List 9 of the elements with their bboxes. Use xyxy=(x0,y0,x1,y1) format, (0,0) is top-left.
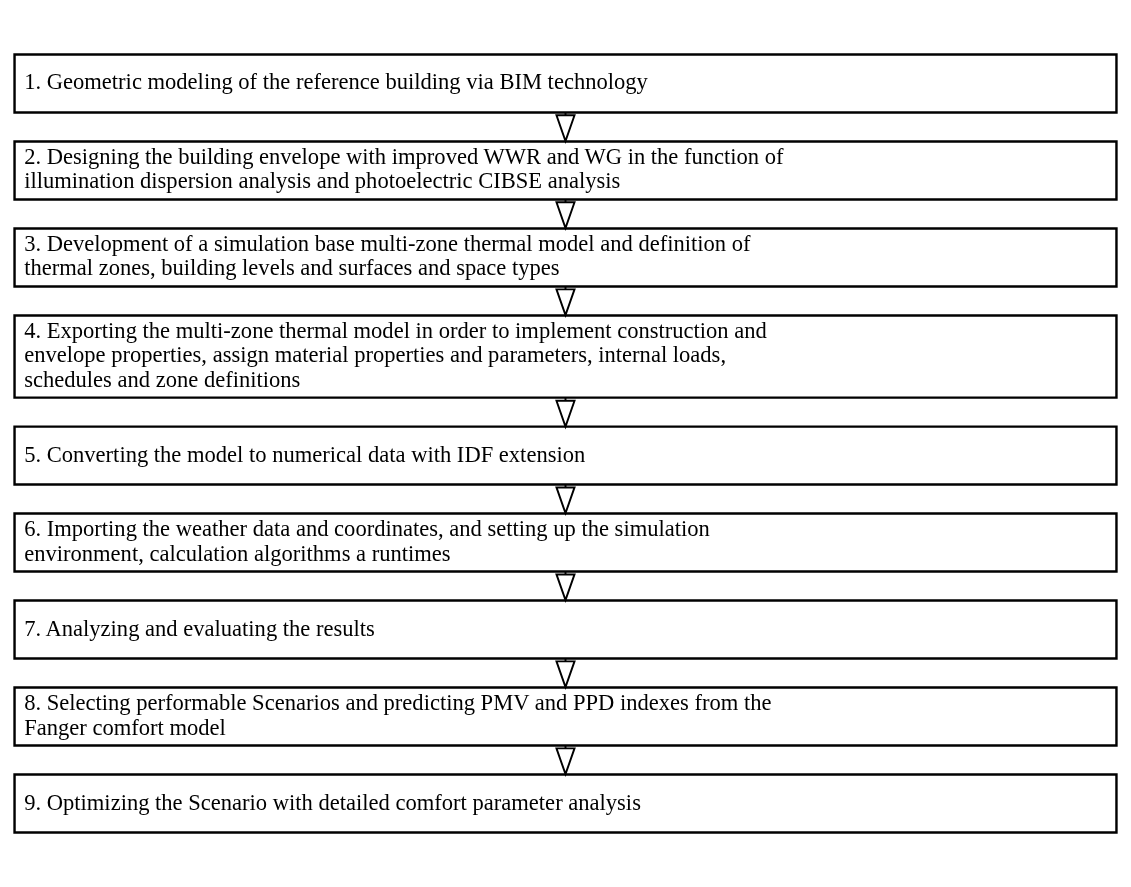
node-box: 7. Analyzing and evaluating the results xyxy=(13,599,1118,660)
node-box: 6. Importing the weather data and coordinates, and setting up the simulation environment, calculation algorithms a runtimes xyxy=(13,512,1118,573)
node-box: 9. Optimizing the Scenario with detailed comfort parameter analysis xyxy=(13,773,1118,834)
node-box: 1. Geometric modeling of the reference building via BIM technology xyxy=(13,53,1118,114)
node-box: 8. Selecting performable Scenarios and predicting PMV and PPD indexes from the Fanger comfort model xyxy=(13,686,1118,747)
node-box: 4. Exporting the multi-zone thermal model in order to implement construction and envelope properties, assign material properties and parameters, internal loads, schedules and zone definitions xyxy=(13,314,1118,399)
node-box: 2. Designing the building envelope with improved WWR and WG in the function of illumination dispersion analysis and photoelectric CIBSE analysis xyxy=(13,140,1118,201)
node-box: 3. Development of a simulation base multi-zone thermal model and definition of thermal zones, building levels and surfaces and space types xyxy=(13,227,1118,288)
node-box: 5. Converting the model to numerical data with IDF extension xyxy=(13,425,1118,486)
